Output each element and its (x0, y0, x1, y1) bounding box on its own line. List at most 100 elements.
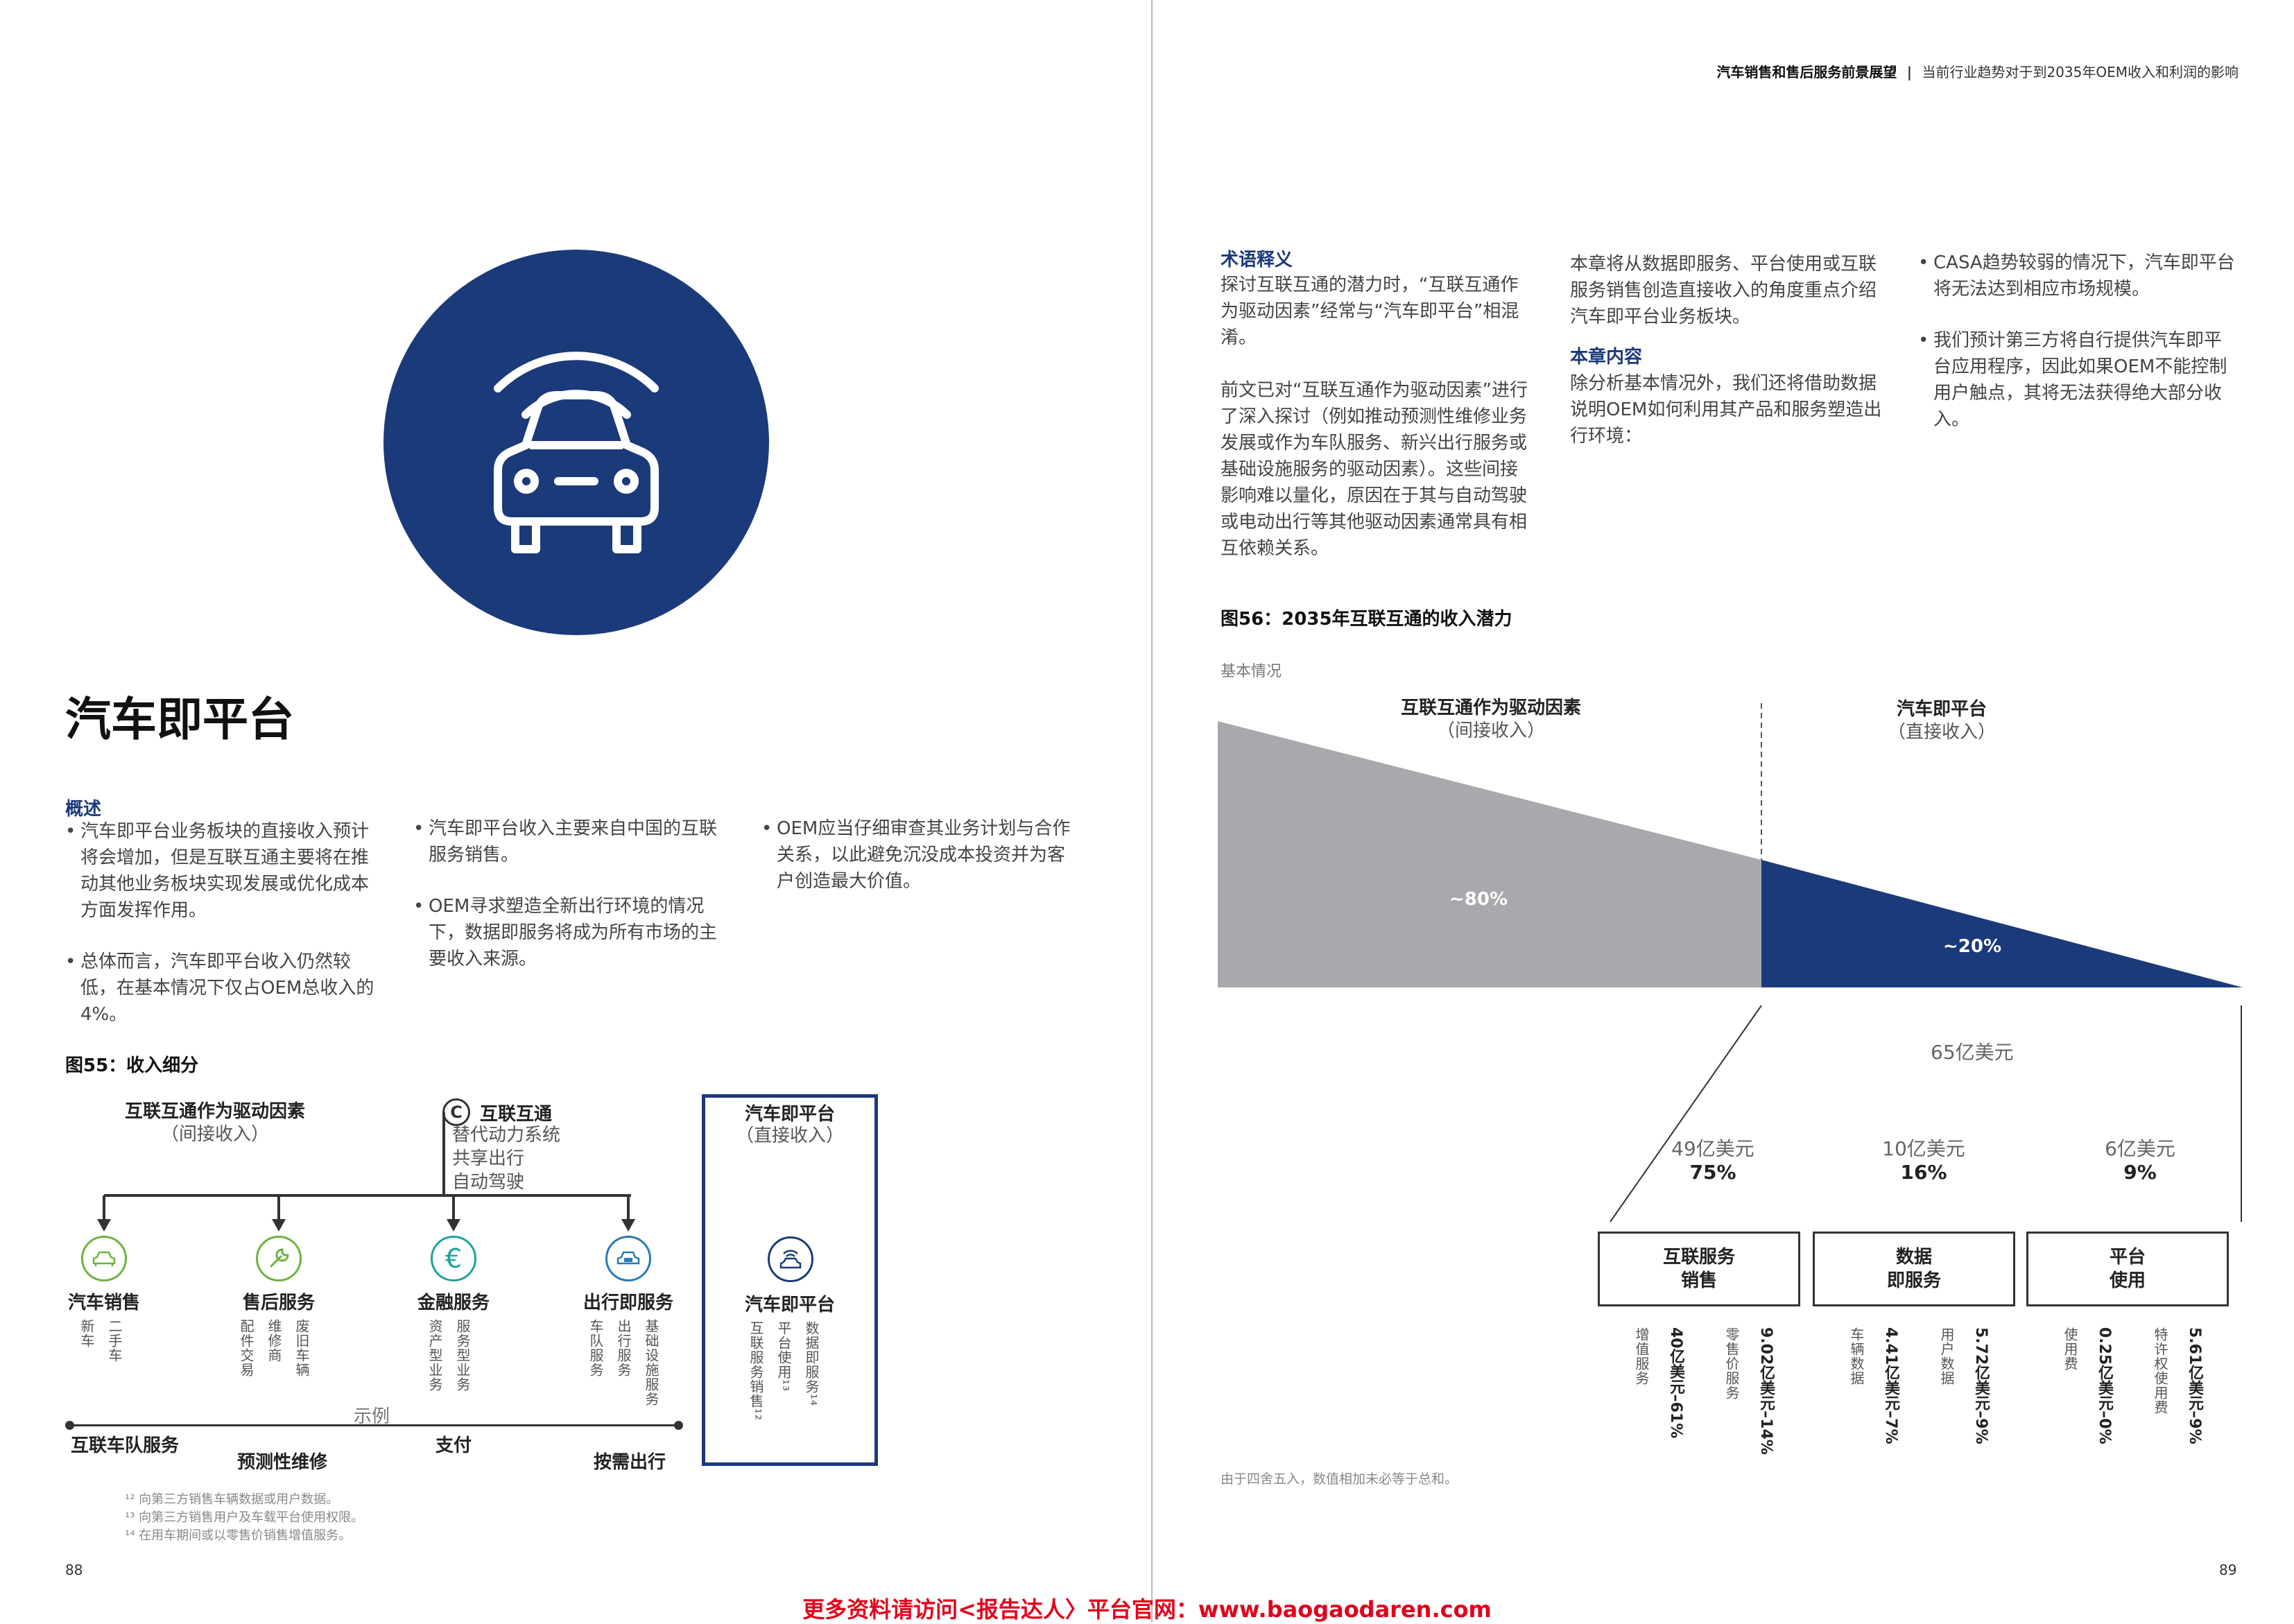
platform-car-icon (768, 1236, 813, 1282)
terms-heading: 术语释义 (1221, 250, 1293, 270)
box-line: 销售 (1680, 1270, 1717, 1291)
rounding-note: 由于四舍五入，数值相加未必等于总和。 (1221, 1471, 1458, 1487)
box-line: 即服务 (1886, 1270, 1941, 1291)
segment-connected-services: 49亿美元 75% (1644, 1137, 1782, 1184)
terms-paragraph-1: 探讨互联互通的潜力时，“互联互通作为驱动因素”经常与“汽车即平台”相混淆。 (1221, 275, 1519, 348)
item-value: 5.61亿美元–9% (2186, 1327, 2203, 1444)
total-amount: 65亿美元 (1931, 1041, 2014, 1064)
item-value: 5.72亿美元–9% (1972, 1327, 1990, 1444)
box-line: 使用 (2109, 1270, 2146, 1291)
page-title: 汽车即平台 (65, 693, 294, 746)
sub-label: 互联服务销售¹² (748, 1321, 764, 1422)
page-number-left: 88 (65, 1562, 83, 1578)
wedge-direct-subtitle: （直接收入） (1887, 722, 1996, 743)
item-value: 9.02亿美元–14% (1757, 1327, 1775, 1455)
example-predictive-maintenance: 预测性维修 (237, 1452, 328, 1473)
direct-share: ~20% (1943, 936, 2002, 957)
segment-share: 75% (1689, 1161, 1736, 1184)
platform-subtitle: （直接收入） (735, 1125, 844, 1146)
chapter-intro-paragraph: 本章将从数据即服务、平台使用或互联服务销售创造直接收入的角度重点介绍汽车即平台业… (1570, 254, 1877, 327)
sub-label: 出行服务 (615, 1319, 632, 1377)
chapter-content-heading: 本章内容 (1570, 347, 1643, 368)
item-value: 0.25亿美元–0% (2096, 1327, 2113, 1444)
item-label: 特许权使用费 (2152, 1327, 2168, 1415)
aftersales-subs: 配件交易 维修商 废旧车辆 (237, 1319, 311, 1377)
sub-label: 平台使用¹³ (775, 1321, 792, 1392)
footnote: ¹² 向第三方销售车辆数据或用户数据。 (125, 1492, 339, 1507)
segment-amount: 6亿美元 (2105, 1137, 2175, 1160)
example-connected-fleet: 互联车队服务 (71, 1435, 180, 1456)
sub-label: 资产型业务 (426, 1319, 443, 1392)
segment-amount: 49亿美元 (1671, 1137, 1754, 1160)
box-connected-services: 互联服务销售 (1598, 1232, 1800, 1306)
overview-bullet: 汽车即平台业务板块的直接收入预计将会增加，但是互联互通主要将在推动其他业务板块实… (65, 818, 377, 924)
hero-car-circle (383, 250, 769, 635)
data-as-service-items: 车辆数据 4.41亿美元–7% 用户数据 5.72亿美元–9% (1847, 1327, 1990, 1444)
financial-services-subs: 资产型业务 服务型业务 (426, 1319, 472, 1392)
page-number-right: 89 (2219, 1562, 2237, 1578)
header-separator: | (1906, 64, 1913, 80)
segment-share: 16% (1900, 1161, 1947, 1184)
chapter-content-paragraph: 除分析基本情况外，我们还将借助数据说明OEM如何利用其产品和服务塑造出行环境： (1570, 373, 1882, 447)
euro-icon: € (431, 1236, 476, 1281)
sub-label: 新车 (78, 1319, 95, 1348)
item-label: 增值服务 (1633, 1327, 1650, 1385)
footnotes: ¹² 向第三方销售车辆数据或用户数据。 ¹³ 向第三方销售用户及车载平台使用权限… (125, 1491, 363, 1545)
overview-column-1: 汽车即平台业务板块的直接收入预计将会增加，但是互联互通主要将在推动其他业务板块实… (65, 818, 377, 1028)
mobility-car-icon (605, 1236, 651, 1281)
wedge-indirect-title: 互联互通作为驱动因素 (1400, 698, 1581, 718)
box-line: 数据 (1895, 1247, 1932, 1268)
direct-wedge (1761, 860, 2243, 987)
car-sales-subs: 新车 二手车 (78, 1319, 123, 1363)
category-mobility-as-service: 出行即服务 (583, 1293, 673, 1313)
segment-data-as-service: 10亿美元 16% (1854, 1137, 1993, 1184)
wedge-direct-title: 汽车即平台 (1896, 699, 1987, 720)
overview-heading: 概述 (65, 799, 102, 820)
box-line: 互联服务 (1662, 1247, 1735, 1268)
scenario-bullet: CASA趋势较弱的情况下，汽车即平台将无法达到相应市场规模。 (1918, 250, 2237, 302)
scenario-bullet: 我们预计第三方将自行提供汽车即平台应用程序，因此如果OEM不能控制用户触点，其将… (1918, 327, 2237, 433)
wrench-icon (256, 1236, 302, 1281)
example-label: 示例 (354, 1406, 390, 1427)
car-sales-icon (81, 1236, 127, 1281)
item-label: 车辆数据 (1848, 1327, 1865, 1385)
connector-lines (97, 1112, 635, 1232)
sub-label: 配件交易 (238, 1319, 255, 1377)
platform-usage-items: 使用费 0.25亿美元–0% 特许权使用费 5.61亿美元–9% (2061, 1327, 2204, 1444)
wedge-indirect-heading: 互联互通作为驱动因素 （间接收入） (1345, 696, 1637, 742)
wedge-direct-heading: 汽车即平台 （直接收入） (1838, 698, 2046, 743)
indirect-wedge (1218, 721, 1761, 987)
sub-label: 维修商 (266, 1319, 282, 1363)
platform-subs: 互联服务销售¹² 平台使用¹³ 数据即服务¹⁴ (747, 1321, 820, 1421)
connectivity-items: 替代动力系统 共享出行 自动驾驶 (452, 1123, 560, 1194)
sub-label: 数据即服务¹⁴ (803, 1321, 820, 1407)
item-value: 4.41亿美元–7% (1882, 1327, 1899, 1444)
platform-title: 汽车即平台 (744, 1104, 835, 1125)
footer-banner-link[interactable]: 更多资料请访问<报告达人〉平台官网：www.baogaodaren.com (802, 1596, 1492, 1623)
mobility-subs: 车队服务 出行服务 基础设施服务 (587, 1319, 660, 1406)
chapter-intro-column: 本章将从数据即服务、平台使用或互联服务销售创造直接收入的角度重点介绍汽车即平台业… (1570, 251, 1890, 449)
example-line-end-dot (674, 1421, 683, 1430)
box-line: 平台 (2109, 1247, 2146, 1268)
footnote: ¹⁴ 在用车期间或以零售价销售增值服务。 (125, 1528, 352, 1543)
example-payment: 支付 (435, 1435, 472, 1456)
figure-56-title: 图56：2035年互联互通的收入潜力 (1221, 609, 1512, 630)
item-label: 使用费 (2062, 1327, 2078, 1371)
box-data-as-service: 数据即服务 (1813, 1232, 2015, 1306)
sub-label: 废旧车辆 (293, 1319, 310, 1377)
example-line (69, 1424, 680, 1426)
footnote: ¹³ 向第三方销售用户及车载平台使用权限。 (125, 1510, 364, 1525)
overview-bullet: OEM寻求塑造全新出行环境的情况下，数据即服务将成为所有市场的主要收入来源。 (413, 893, 725, 972)
connectivity-item: 替代动力系统 (452, 1125, 561, 1146)
page-spine (1151, 0, 1153, 1622)
example-on-demand-mobility: 按需出行 (594, 1452, 666, 1473)
sub-label: 车队服务 (587, 1319, 604, 1377)
box-platform-usage: 平台使用 (2026, 1232, 2229, 1306)
overview-column-3: OEM应当仔细审查其业务计划与合作关系，以此避免沉没成本投资并为客户创造最大价值… (761, 815, 1080, 895)
figure-55-title: 图55：收入细分 (65, 1055, 199, 1076)
segment-platform-usage: 6亿美元 9% (2071, 1137, 2209, 1184)
header-rest: 当前行业趋势对于到2035年OEM收入和利润的影响 (1922, 64, 2239, 80)
connected-services-items: 增值服务 40亿美元–61% 零售价服务 9.02亿美元–14% (1632, 1327, 1775, 1455)
category-aftersales: 售后服务 (242, 1293, 315, 1313)
sub-label: 二手车 (106, 1319, 123, 1363)
